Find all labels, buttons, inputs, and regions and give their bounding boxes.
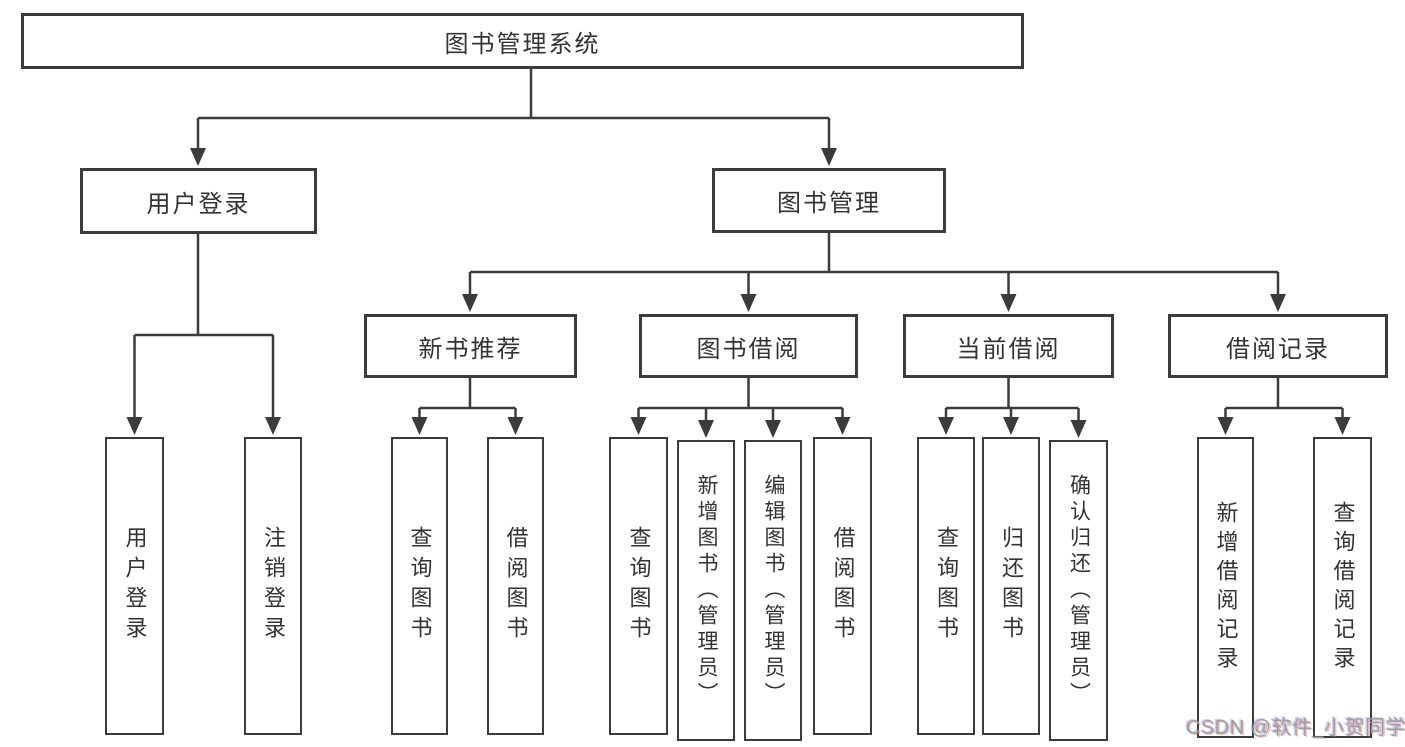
node-book-borrowing: 图书借阅: [639, 314, 858, 378]
leaf-borrow-query-book: 查询图书: [609, 437, 668, 735]
csdn-watermark: CSDN @软件_小贺同学: [1186, 717, 1405, 739]
leaf-user-login: 用户登录: [105, 437, 164, 735]
node-borrowing-records: 借阅记录: [1168, 314, 1388, 378]
node-user-login: 用户登录: [80, 168, 317, 234]
node-new-book-recommend: 新书推荐: [364, 314, 577, 378]
leaf-borrow-add-book-admin: 新增图书（管理员）: [677, 440, 735, 741]
leaf-current-return-book: 归还图书: [982, 437, 1040, 735]
leaf-records-add-record: 新增借阅记录: [1197, 437, 1254, 738]
leaf-current-query-book: 查询图书: [917, 437, 975, 735]
node-current-borrowing: 当前借阅: [903, 314, 1114, 378]
leaf-borrow-borrow-book: 借阅图书: [813, 437, 872, 735]
leaf-logout: 注销登录: [244, 437, 302, 735]
leaf-current-confirm-return-admin: 确认归还（管理员）: [1049, 440, 1108, 741]
node-book-management: 图书管理: [712, 168, 946, 233]
leaf-newrec-borrow-book: 借阅图书: [487, 437, 544, 735]
arrowheads: [126, 148, 1351, 438]
leaf-records-query-record: 查询借阅记录: [1313, 437, 1372, 738]
leaf-borrow-edit-book-admin: 编辑图书（管理员）: [744, 440, 802, 741]
leaf-newrec-query-book: 查询图书: [391, 437, 448, 735]
node-root-library-management-system: 图书管理系统: [21, 13, 1024, 69]
